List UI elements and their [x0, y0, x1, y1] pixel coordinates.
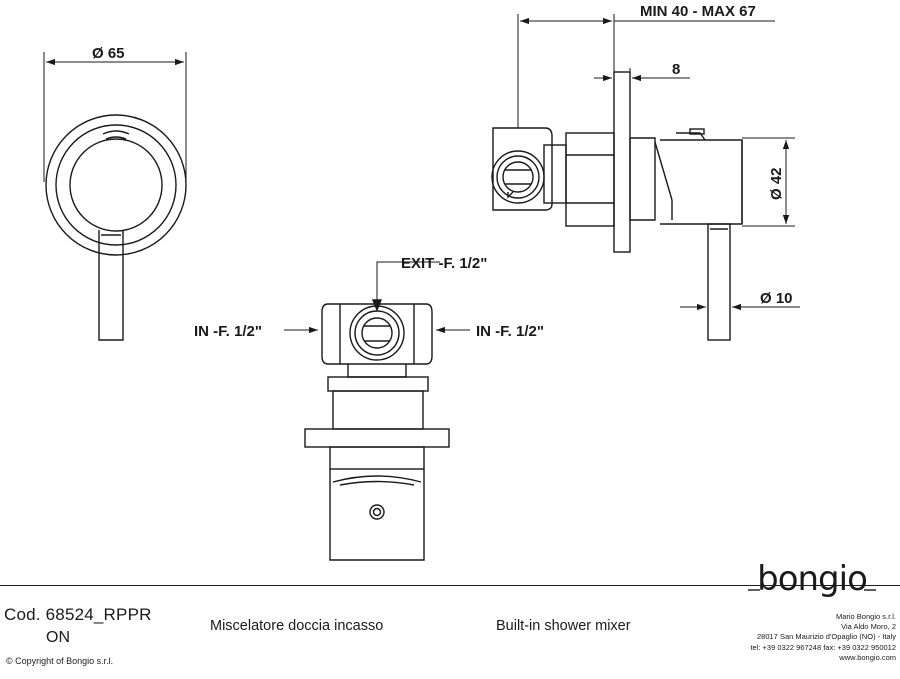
description-italian: Miscelatore doccia incasso — [210, 618, 384, 634]
company-phones: tel: +39 0322 967248 fax: +39 0322 95001… — [750, 642, 896, 652]
plate-thickness-label: 8 — [672, 61, 680, 78]
bongio-logo: bongio — [748, 559, 876, 599]
plan-view — [284, 261, 470, 561]
lever-diameter-label: Ø 10 — [760, 290, 793, 307]
description-english: Built-in shower mixer — [496, 618, 631, 634]
company-name: Mario Bongio s.r.l. — [835, 612, 896, 621]
company-street: Via Aldo Moro, 2 — [841, 622, 896, 632]
body-diameter-label: Ø 42 — [768, 167, 785, 200]
inlet-right-label: IN -F. 1/2" — [476, 323, 544, 340]
svg-text:bongio: bongio — [757, 559, 867, 599]
title-block-rule — [0, 585, 900, 586]
copyright-notice: © Copyright of Bongio s.r.l. — [6, 656, 114, 666]
company-city: 28017 San Maurizio d'Opaglio (NO) - Ital… — [757, 632, 896, 642]
plate-diameter-label: Ø 65 — [92, 45, 125, 62]
front-view — [43, 52, 187, 341]
inlet-left-label: IN -F. 1/2" — [194, 323, 262, 340]
company-info: Mario Bongio s.r.l. Via Aldo Moro, 2 280… — [700, 612, 896, 663]
exit-label: EXIT -F. 1/2" — [401, 255, 487, 272]
company-web: www.bongio.com — [839, 652, 896, 662]
product-code: Cod. 68524_RPPR — [4, 605, 152, 624]
product-variant: ON — [46, 629, 70, 646]
side-view — [491, 14, 800, 341]
depth-range-label: MIN 40 - MAX 67 — [640, 3, 756, 20]
